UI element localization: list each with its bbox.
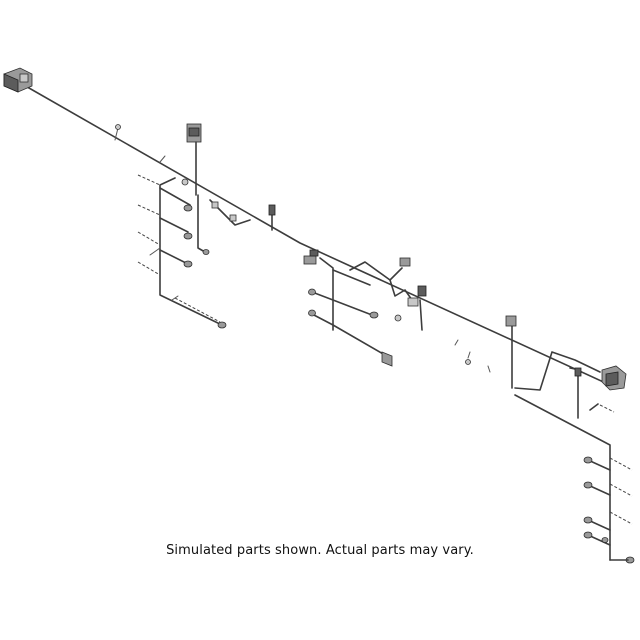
middle-branch-cluster <box>303 249 393 367</box>
drop-branch-a <box>197 194 251 255</box>
trunk-clips-middle <box>454 339 491 373</box>
right-lower-cluster <box>514 367 635 564</box>
trunk-clip-2 <box>159 155 166 163</box>
main-harness-trunk <box>21 83 611 386</box>
connector-left-end <box>3 67 33 93</box>
connector-x272 <box>268 204 276 231</box>
trunk-clip-1 <box>114 124 121 141</box>
left-branch-cluster <box>137 174 227 329</box>
connector-upper-middle <box>186 123 202 196</box>
loop-branch <box>349 257 427 331</box>
disclaimer-caption: Simulated parts shown. Actual parts may … <box>166 543 474 558</box>
right-upper-branch <box>505 315 627 391</box>
